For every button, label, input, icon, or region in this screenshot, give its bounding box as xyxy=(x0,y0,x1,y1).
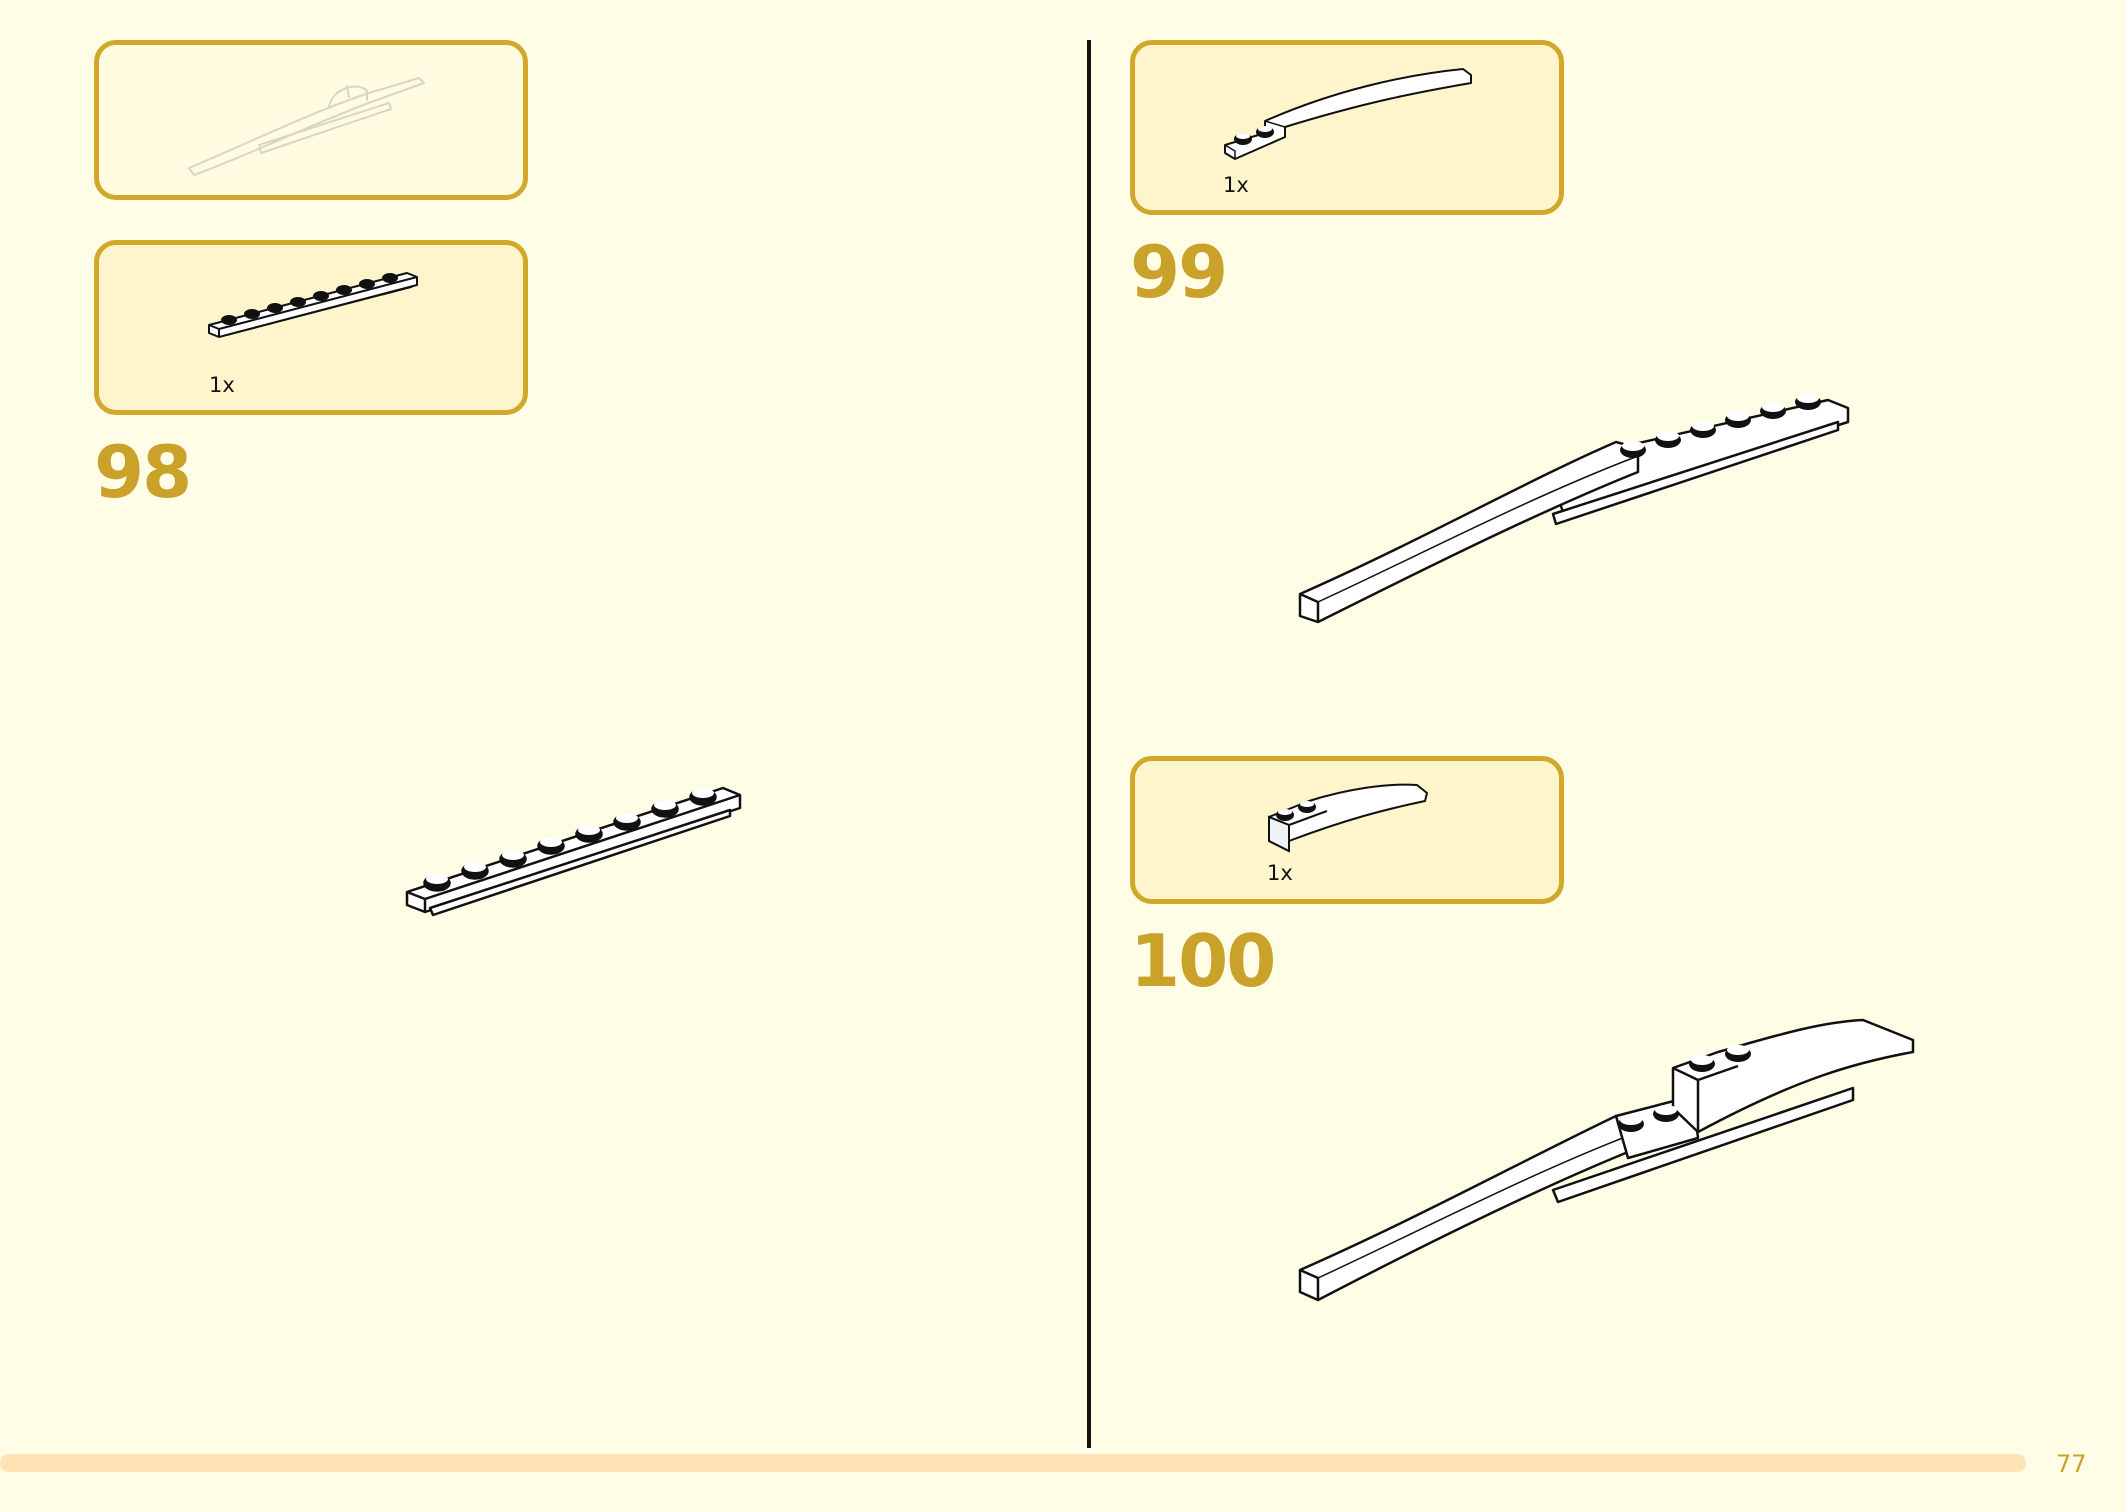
page-number: 77 xyxy=(2056,1450,2087,1478)
footer-progress-bar xyxy=(0,1454,2026,1472)
parts-quantity-label: 1x xyxy=(1267,861,1293,885)
plate-1x8-rail-icon xyxy=(208,272,418,338)
parts-callout-step-100: 1x xyxy=(1130,756,1564,904)
wing-assembly-step-99 xyxy=(1298,393,1850,624)
preview-callout xyxy=(94,40,528,200)
parts-callout-step-99: 1x xyxy=(1130,40,1564,215)
parts-quantity-label: 1x xyxy=(209,373,235,397)
curved-slope-long-icon xyxy=(1224,68,1472,160)
step-number-100: 100 xyxy=(1130,919,1276,1003)
parts-quantity-label: 1x xyxy=(1223,173,1249,197)
page-divider xyxy=(1087,40,1091,1448)
plate-1x8-rail-assembly xyxy=(405,786,742,917)
parts-callout-step-98: 1x xyxy=(94,240,528,415)
step-number-99: 99 xyxy=(1130,230,1228,314)
ghost-wing-model-icon xyxy=(188,77,425,176)
step-number-98: 98 xyxy=(94,430,192,514)
curved-slope-short-icon xyxy=(1268,783,1428,853)
wing-assembly-step-100 xyxy=(1298,1018,1915,1302)
